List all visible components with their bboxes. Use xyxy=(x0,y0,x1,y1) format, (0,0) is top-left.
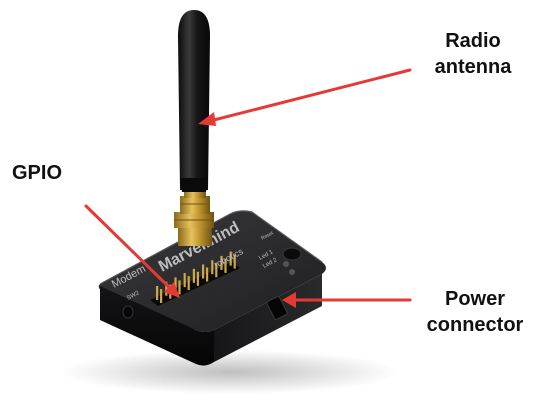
gpio-pin xyxy=(196,271,199,286)
gpio-pin xyxy=(202,264,205,279)
reset-button-icon xyxy=(282,247,302,261)
gpio-pin xyxy=(206,267,209,282)
gpio-pin xyxy=(192,268,195,283)
radio-antenna-label-line1: Radio xyxy=(445,30,501,52)
gpio-pin xyxy=(165,281,168,296)
sma-connector xyxy=(174,186,214,246)
gpio-pin xyxy=(187,276,190,291)
gpio-pin xyxy=(178,280,181,295)
reset-text: Reset xyxy=(260,230,275,242)
gpio-label-text: GPIO xyxy=(12,162,63,184)
radio-antenna xyxy=(178,10,210,190)
gpio-arrowhead xyxy=(164,282,180,298)
power-connector-label-line2: connector xyxy=(426,314,524,336)
gpio-pin xyxy=(220,255,223,270)
gpio-pins xyxy=(156,251,236,303)
led-1-icon xyxy=(283,261,289,267)
device-shadow xyxy=(60,350,400,394)
gpio-pin xyxy=(215,263,218,278)
annotation-arrows xyxy=(84,68,412,308)
gpio-label: GPIO xyxy=(12,160,72,186)
antenna-base-collar xyxy=(180,178,208,192)
gpio-arrow xyxy=(84,204,174,292)
power-connector-arrowhead xyxy=(282,292,296,308)
sw2-text: SW2 xyxy=(126,290,141,302)
gpio-pin xyxy=(160,289,163,303)
radio-antenna-arrowhead xyxy=(198,112,216,126)
gpio-pin xyxy=(174,277,177,292)
power-connector-label: Power connector xyxy=(410,286,540,338)
power-connector-label-line1: Power xyxy=(444,288,506,310)
led-2-icon xyxy=(289,269,295,275)
radio-antenna-label: Radio antenna xyxy=(418,28,528,80)
radio-antenna-arrow xyxy=(204,68,412,124)
gpio-pin xyxy=(233,254,236,269)
gpio-pin xyxy=(156,286,159,300)
gpio-pin xyxy=(183,273,186,288)
gpio-pin xyxy=(229,251,232,266)
power-connector-port xyxy=(266,296,288,320)
gpio-pin xyxy=(224,258,227,273)
gpio-pin xyxy=(211,260,214,275)
audio-jack-icon xyxy=(122,305,134,319)
modem-body: Marvelmind robotics Modem Led 1 Led 2 SW… xyxy=(98,210,327,366)
radio-antenna-label-line2: antenna xyxy=(434,56,512,78)
